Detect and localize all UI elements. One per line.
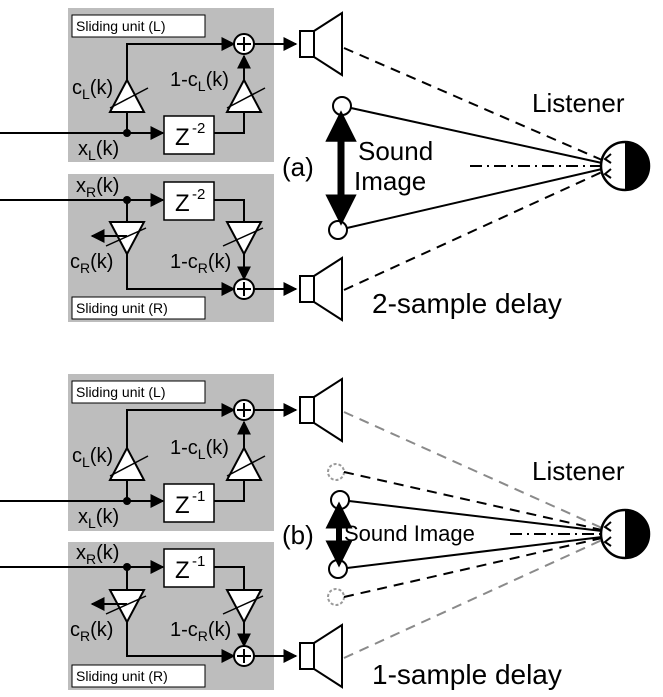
delay-z-r: Z <box>175 557 190 584</box>
delay-out-r <box>214 199 245 222</box>
delay-out-l <box>214 112 245 134</box>
ray-speaker-top <box>343 411 603 529</box>
delay-out-l <box>214 480 245 502</box>
delay-exp-r: -1 <box>192 553 205 570</box>
delay-block-l <box>163 115 215 155</box>
panel-a: Sliding unit (L) Z -2 cL(k) 1-cL(k) xL(k… <box>0 8 651 322</box>
sound-image-ghost-bottom <box>327 588 345 606</box>
ray-image-top <box>348 500 603 532</box>
sliding-unit-r-label-box <box>71 664 206 688</box>
sliding-unit-l-label: Sliding unit (L) <box>76 384 166 400</box>
speaker-icon <box>299 11 343 77</box>
delay-block-l <box>163 483 215 523</box>
gain-r-comp-label: 1-cR(k) <box>170 619 231 644</box>
amp-var-arrow <box>109 455 149 477</box>
sliding-unit-l-label-box <box>71 14 206 38</box>
speaker-icon <box>299 377 343 443</box>
sliding-unit-l-label: Sliding unit (L) <box>76 18 166 34</box>
amp-var-arrow <box>226 455 266 477</box>
gain-r-label: cR(k) <box>70 251 113 276</box>
caption-b: 1-sample delay <box>372 659 562 690</box>
amp-r-out <box>126 254 236 296</box>
delay-exp-r: -2 <box>192 186 205 203</box>
sound-image-label: Sound Image <box>344 521 475 546</box>
delay-out-r <box>214 566 245 590</box>
sliding-unit-r-label-box <box>71 296 206 320</box>
delay-exp-l: -1 <box>192 488 205 505</box>
input-l-label: xL(k) <box>78 138 119 163</box>
sound-image-label-line2: Image <box>354 166 426 196</box>
amp-var-arrow <box>222 227 264 247</box>
amplifier-icon <box>225 221 263 257</box>
ray-image-top <box>350 107 603 164</box>
gain-r-comp-label: 1-cR(k) <box>170 251 231 276</box>
amp-var-arrow <box>222 595 264 615</box>
input-r-label: xR(k) <box>76 175 119 200</box>
delay-block-r <box>163 548 215 588</box>
gain-l-label: cL(k) <box>72 77 113 102</box>
amp-var-arrow <box>109 87 149 109</box>
sliding-unit-l-label-box <box>71 380 206 404</box>
ray-speaker-bottom <box>343 171 603 291</box>
listener-label-a: Listener <box>532 88 625 118</box>
panel-b: Sliding unit (L) Z -1 cL(k) 1-cL(k) xL(k… <box>0 374 651 690</box>
ray-image-bottom <box>346 168 603 229</box>
amplifier-icon <box>108 589 146 625</box>
gain-r-label: cR(k) <box>70 619 113 644</box>
speaker-icon <box>299 623 343 689</box>
panel-b-label: (b) <box>282 520 314 550</box>
ray-speaker-bottom <box>343 539 603 659</box>
amplifier-icon <box>225 589 263 625</box>
input-l-label: xL(k) <box>78 506 119 531</box>
sound-image-top <box>330 490 350 510</box>
amp-l-out <box>126 37 236 80</box>
amp-r-out <box>126 622 236 663</box>
ray-ghost-bottom <box>343 537 603 598</box>
input-r-label: xR(k) <box>76 542 119 567</box>
listener-head-icon <box>599 140 651 192</box>
speaker-icon <box>299 256 343 322</box>
gain-l-comp-label: 1-cL(k) <box>170 437 229 462</box>
listener-label-b: Listener <box>532 456 625 486</box>
sound-image-ghost-top <box>327 463 345 481</box>
panel-a-label: (a) <box>282 152 314 182</box>
sliding-unit-r-label: Sliding unit (R) <box>76 668 168 684</box>
amp-var-arrow <box>226 87 266 109</box>
sliding-unit-r-label: Sliding unit (R) <box>76 300 168 316</box>
ray-speaker-top <box>343 47 603 161</box>
amp-l-out <box>126 403 236 448</box>
sound-image-bottom <box>328 220 348 240</box>
ray-image-bottom <box>346 536 603 569</box>
delay-z-r: Z <box>175 190 190 217</box>
delay-exp-l: -2 <box>192 120 205 137</box>
sound-image-top <box>332 96 352 116</box>
listener-head-icon <box>599 508 651 560</box>
sound-image-bottom <box>328 559 348 579</box>
gain-l-label: cL(k) <box>72 445 113 470</box>
gain-l-comp-label: 1-cL(k) <box>170 69 229 94</box>
amplifier-icon <box>108 221 146 257</box>
delay-z-l: Z <box>175 124 190 151</box>
delay-z-l: Z <box>175 492 190 519</box>
caption-a: 2-sample delay <box>372 288 562 319</box>
sound-image-label-line1: Sound <box>358 136 433 166</box>
